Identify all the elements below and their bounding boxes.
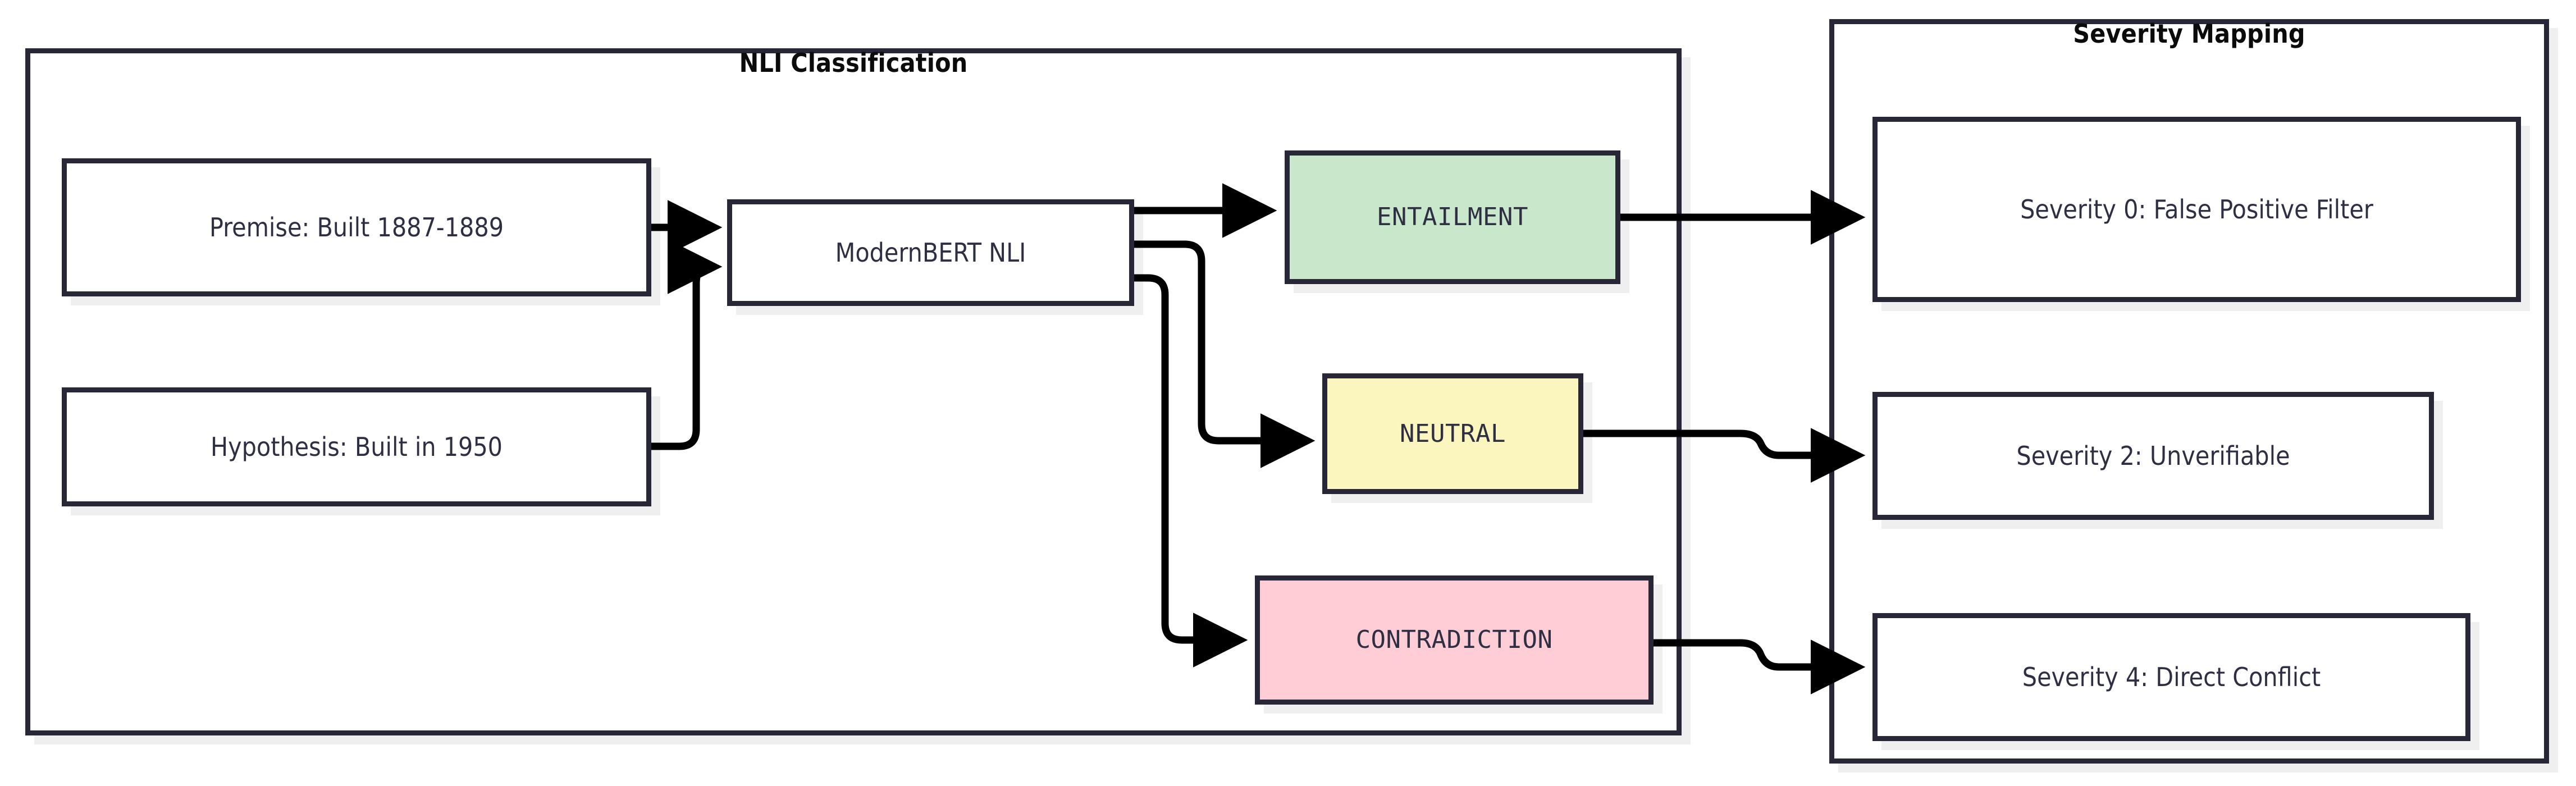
node-neutral[interactable]: NEUTRAL [1322,373,1583,494]
node-premise[interactable]: Premise: Built 1887-1889 [62,158,651,296]
node-severity-0[interactable]: Severity 0: False Positive Filter [1872,117,2521,302]
node-entailment[interactable]: ENTAILMENT [1285,150,1620,284]
node-contradiction[interactable]: CONTRADICTION [1255,575,1654,705]
subgraph-title-severity-mapping: Severity Mapping [2073,19,2305,49]
edge-contradiction-to-severity4 [1654,639,1866,694]
node-hypothesis[interactable]: Hypothesis: Built in 1950 [62,387,651,506]
node-modernbert-nli[interactable]: ModernBERT NLI [727,199,1134,306]
subgraph-title-nli-classification: NLI Classification [739,48,968,78]
node-severity-2[interactable]: Severity 2: Unverifiable [1872,392,2434,520]
node-severity-4[interactable]: Severity 4: Direct Conflict [1872,613,2470,741]
